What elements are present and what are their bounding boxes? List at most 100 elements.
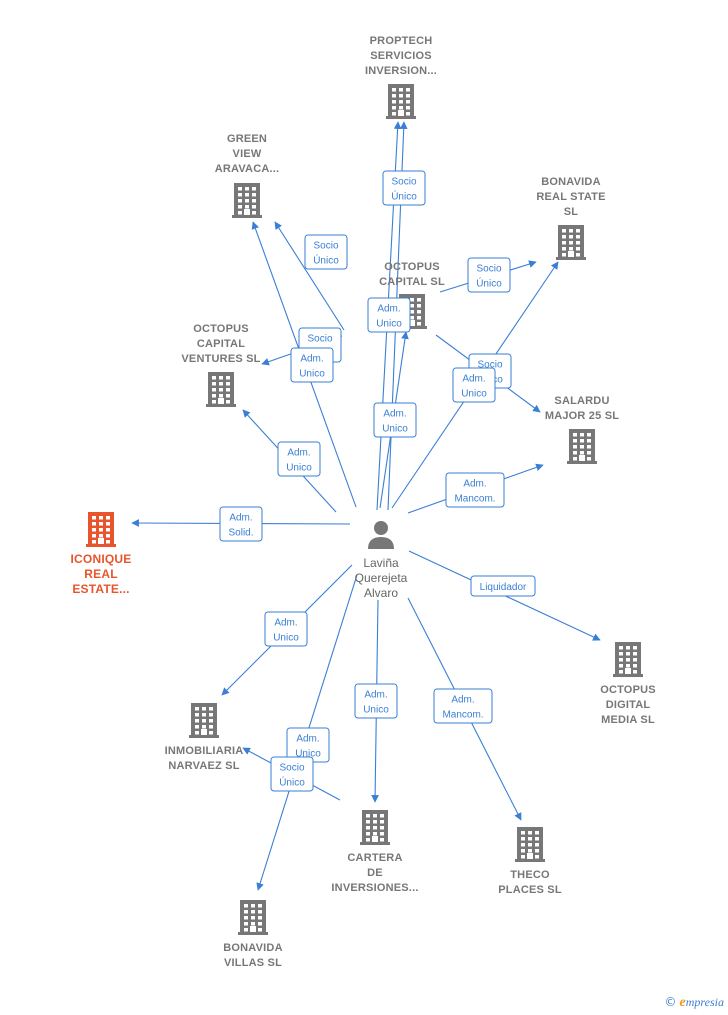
building-icon	[556, 225, 586, 260]
company-label: VENTURES SL	[181, 353, 260, 365]
building-icon	[386, 84, 416, 119]
relation-label: Adm.	[274, 618, 297, 629]
badges-layer: SocioÚnicoSocioÚnicoSocioÚnicoAdm.UnicoS…	[219, 170, 536, 792]
company-node-cartera[interactable]: CARTERADEINVERSIONES...	[331, 810, 418, 894]
person-label: Alvaro	[364, 586, 398, 600]
relation-badge[interactable]: Adm. Unico	[264, 611, 308, 647]
person-label: Querejeta	[355, 571, 408, 585]
company-node-iconique[interactable]: ICONIQUEREALESTATE...	[71, 512, 132, 596]
company-label: SALARDU	[554, 395, 609, 407]
company-label: OCTOPUS	[384, 261, 440, 273]
brand-name: mpresia	[685, 995, 724, 1009]
relation-badge[interactable]: Liquidador	[470, 575, 536, 597]
company-label: ESTATE...	[72, 582, 129, 596]
company-label: DIGITAL	[606, 699, 651, 711]
company-node-theco[interactable]: THECO PLACES SL	[498, 827, 562, 896]
building-icon	[232, 183, 262, 218]
relation-label: Socio	[313, 241, 338, 252]
building-icon	[238, 900, 268, 935]
person-icon	[368, 521, 394, 549]
relation-label: Socio	[476, 264, 501, 275]
relation-label: Unico	[363, 705, 389, 716]
company-node-bonavida-villas[interactable]: BONAVIDA VILLAS SL	[223, 900, 283, 969]
company-label: INVERSIONES...	[331, 882, 418, 894]
building-icon	[567, 429, 597, 464]
company-label: MEDIA SL	[601, 714, 655, 726]
relation-label: Socio	[391, 177, 416, 188]
company-label: MAJOR 25 SL	[545, 410, 619, 422]
company-label: VILLAS SL	[224, 957, 282, 969]
relation-label: Único	[476, 277, 502, 290]
relation-badge[interactable]: Adm.Mancom.	[433, 688, 493, 724]
company-node-octopus-digital[interactable]: OCTOPUS DIGITAL MEDIA SL	[600, 642, 656, 726]
relation-label: Unico	[273, 633, 299, 644]
company-label: SERVICIOS	[370, 50, 432, 62]
company-label: CAPITAL	[197, 338, 245, 350]
edges-layer	[131, 121, 601, 891]
company-label: DE	[367, 867, 383, 879]
company-label: OCTOPUS	[600, 684, 656, 696]
relation-badge[interactable]: Adm. Unico	[373, 402, 417, 438]
relation-label: Liquidador	[480, 582, 527, 593]
company-label: INVERSION...	[365, 65, 437, 77]
relation-label: Solid.	[228, 528, 253, 539]
relation-label: Adm.	[463, 479, 486, 490]
relation-badge[interactable]: Adm.Solid.	[219, 506, 263, 542]
footer-brand[interactable]: ©empresia	[665, 995, 724, 1011]
building-icon	[613, 642, 643, 677]
relation-badge[interactable]: Adm. Unico	[290, 347, 334, 383]
building-icon	[515, 827, 545, 862]
relation-label: Unico	[461, 389, 487, 400]
relation-label: Unico	[286, 463, 312, 474]
company-node-proptech[interactable]: PROPTECH SERVICIOS INVERSION...	[365, 35, 437, 119]
company-label: INMOBILIARIA	[165, 745, 244, 757]
relation-label: Adm.	[296, 734, 319, 745]
relation-label: Unico	[299, 369, 325, 380]
copyright-symbol: ©	[664, 995, 677, 1009]
relation-label: Unico	[382, 424, 408, 435]
relation-label: Unico	[376, 319, 402, 330]
relation-label: Adm.	[377, 304, 400, 315]
relation-label: Único	[313, 254, 339, 267]
company-label: ICONIQUE	[71, 552, 132, 566]
relation-label: Mancom.	[454, 494, 495, 505]
relation-label: Adm.	[383, 409, 406, 420]
relation-label: Adm.	[364, 690, 387, 701]
relation-label: Adm.	[300, 354, 323, 365]
brand-initial: e	[679, 995, 686, 1010]
relation-label: Adm.	[462, 374, 485, 385]
company-label: ARAVACA...	[215, 163, 280, 175]
company-node-green-view[interactable]: GREENVIEWARAVACA...	[215, 133, 280, 218]
company-label: PROPTECH	[370, 35, 433, 47]
relation-badge[interactable]: Adm. Unico	[452, 367, 496, 403]
building-icon	[360, 810, 390, 845]
relation-label: Unico	[295, 749, 321, 760]
relation-badge[interactable]: Adm. Unico	[367, 297, 411, 333]
relation-label: Adm.	[451, 695, 474, 706]
relation-label: Único	[391, 190, 417, 203]
company-label: PLACES SL	[498, 884, 562, 896]
building-icon	[86, 512, 116, 547]
relation-badge[interactable]: Adm. Mancom.	[445, 472, 505, 508]
relation-badge[interactable]: Adm. Unico	[277, 441, 321, 477]
company-label: BONAVIDA	[541, 176, 600, 188]
building-icon	[206, 372, 236, 407]
company-node-salardu[interactable]: SALARDU MAJOR 25 SL	[545, 395, 619, 464]
company-label: BONAVIDA	[223, 942, 282, 954]
company-label: REAL	[84, 567, 117, 581]
company-label: THECO	[510, 869, 550, 881]
company-label: REAL STATE	[536, 191, 605, 203]
edge-line	[274, 221, 345, 331]
relation-badge[interactable]: Adm. Unico	[354, 683, 398, 719]
relation-label: Socio	[307, 334, 332, 345]
relation-label: Adm.	[287, 448, 310, 459]
